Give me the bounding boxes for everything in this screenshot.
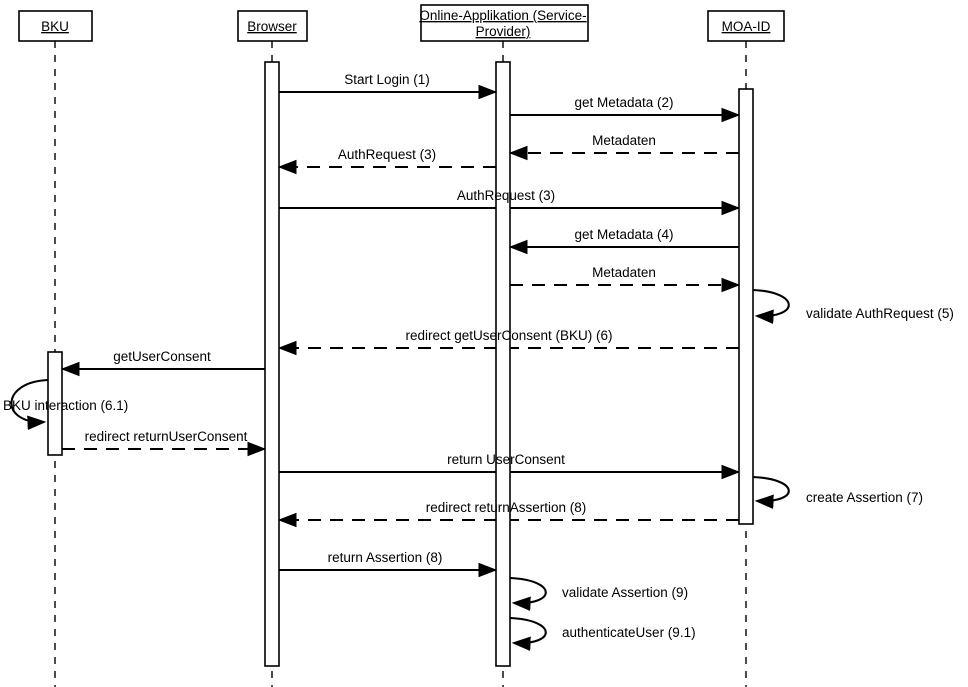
self-loop-bku-interaction	[10, 378, 49, 430]
self-loop-validate-authrequest	[752, 288, 790, 324]
lifeline-head-label-online-applikation-line2: Provider)	[476, 24, 531, 39]
message-label-metadaten-2: Metadaten	[592, 265, 656, 280]
lifeline-head-bku[interactable]: BKU	[18, 10, 93, 42]
message-label-redirect-getuserconsent: redirect getUserConsent (BKU) (6)	[405, 328, 612, 343]
self-loop-create-assertion	[752, 475, 790, 509]
message-label-authenticate-user: authenticateUser (9.1)	[562, 625, 696, 640]
message-label-start-login: Start Login (1)	[344, 72, 430, 87]
message-label-redirect-returnassertion: redirect returnAssertion (8)	[426, 500, 587, 515]
activation-bars	[47, 61, 754, 667]
message-label-authrequest-to-browser: AuthRequest (3)	[338, 147, 436, 162]
message-label-get-metadata-4: get Metadata (4)	[574, 227, 673, 242]
lifeline-head-box-bku	[18, 10, 93, 42]
lifeline-head-box-browser	[237, 10, 308, 42]
lifeline-head-label-moa-id: MOA-ID	[722, 19, 771, 34]
lifeline-head-online-applikation[interactable]: Online-Applikation (Service- Provider)	[419, 4, 589, 42]
activation-bar-browser	[264, 61, 280, 667]
self-message-loops	[10, 288, 790, 651]
message-label-create-assertion: create Assertion (7)	[806, 490, 923, 505]
message-label-bku-interaction: BKU interaction (6.1)	[3, 398, 128, 413]
message-label-return-assertion: return Assertion (8)	[328, 550, 443, 565]
lifeline-head-label-online-applikation-line1: Online-Applikation (Service-	[419, 8, 586, 23]
message-label-validate-assertion: validate Assertion (9)	[562, 585, 688, 600]
lifeline-head-box-online-applikation	[420, 4, 589, 42]
self-loop-validate-assertion	[509, 576, 547, 611]
message-label-validate-authrequest: validate AuthRequest (5)	[806, 306, 954, 321]
lifeline-heads: BKU Browser Online-Applikation (Service-…	[18, 4, 785, 42]
message-label-getuserconsent: getUserConsent	[113, 349, 211, 364]
message-lines-front	[277, 84, 741, 578]
activation-bar-online-applikation	[495, 61, 511, 667]
message-labels: Start Login (1) get Metadata (2) Metadat…	[3, 72, 954, 640]
message-lines-back	[60, 200, 741, 528]
message-label-get-metadata-2: get Metadata (2)	[574, 95, 673, 110]
activation-bar-bku	[47, 351, 63, 456]
lifeline-head-box-moa-id	[707, 10, 785, 42]
lifeline-head-moa-id[interactable]: MOA-ID	[707, 10, 785, 42]
lifeline-head-label-browser: Browser	[247, 19, 297, 34]
message-label-metadaten-1: Metadaten	[592, 133, 656, 148]
self-loop-authenticate-user	[509, 616, 547, 651]
message-label-redirect-returnuserconsent: redirect returnUserConsent	[85, 429, 248, 444]
message-label-return-userconsent: return UserConsent	[447, 452, 565, 467]
lifeline-head-browser[interactable]: Browser	[237, 10, 308, 42]
lifeline-head-label-bku: BKU	[41, 19, 69, 34]
activation-bar-moa-id	[738, 88, 754, 525]
message-label-authrequest-to-moa: AuthRequest (3)	[457, 188, 555, 203]
